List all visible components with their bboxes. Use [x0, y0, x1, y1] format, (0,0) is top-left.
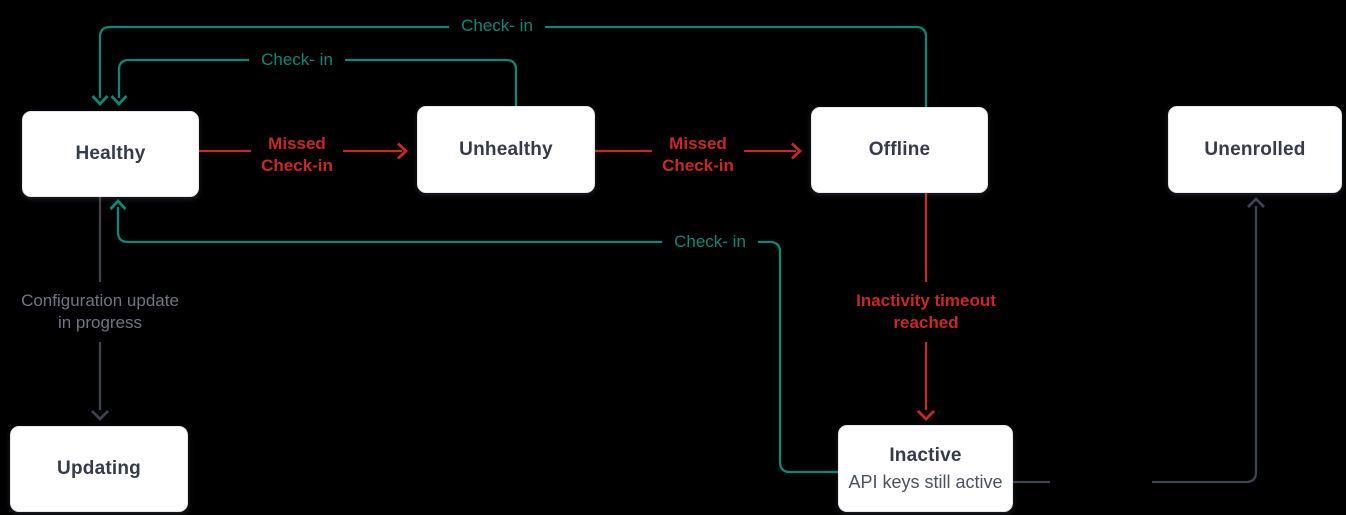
state-label-healthy: Healthy — [75, 143, 146, 164]
edge-label-check-in-top: Check- in — [449, 13, 545, 39]
state-label-unhealthy: Unhealthy — [459, 138, 553, 160]
edge-label-inactivity-timeout: Inactivity timeout reached — [846, 282, 1006, 342]
edge-label-missed-check-in-2: Missed Check-in — [652, 125, 744, 185]
edge-label-line: Check-in — [261, 156, 333, 175]
edge-label-line: reached — [893, 313, 959, 332]
state-label-offline: Offline — [868, 139, 931, 160]
edge-inactive-to-unenrolled-line-segment2 — [1152, 206, 1258, 484]
edge-inactive-to-healthy-arrowhead-icon — [109, 198, 127, 210]
state-box-inactive: Inactive API keys still active — [838, 425, 1013, 512]
edge-label-missed-check-in-1: Missed Check-in — [251, 125, 343, 185]
edge-label-configuration-update: Configuration update in progress — [11, 282, 189, 342]
state-box-unhealthy: Unhealthy — [417, 106, 595, 193]
state-box-healthy: Healthy — [22, 111, 199, 197]
state-label-updating: Updating — [57, 458, 141, 479]
edge-label-line: in progress — [57, 313, 143, 332]
state-box-unenrolled: Unenrolled — [1168, 106, 1342, 193]
edge-unhealthy-to-offline-arrowhead-icon — [791, 142, 803, 160]
edge-inactive-to-healthy-line — [116, 207, 838, 474]
state-box-updating: Updating — [10, 426, 188, 512]
edge-label-line: Configuration update — [21, 291, 179, 310]
edge-label-line: Check-in — [662, 156, 734, 175]
edge-inactive-to-unenrolled-arrowhead-icon — [1247, 197, 1265, 208]
edge-offline-to-inactive-arrowhead-icon — [917, 410, 935, 421]
edge-label-line: Missed — [669, 134, 727, 153]
edge-label-line: Inactivity timeout — [856, 291, 996, 310]
edge-healthy-to-updating-arrowhead-icon — [91, 410, 109, 421]
edge-label-line: Missed — [268, 134, 326, 153]
state-note-api-keys: API keys still active — [848, 471, 1003, 492]
edge-label-check-in-bottom: Check- in — [662, 229, 758, 255]
edge-offline-to-healthy-arrowhead-icon — [91, 95, 109, 107]
state-box-offline: Offline — [811, 107, 988, 193]
edge-label-check-in-middle: Check- in — [249, 47, 345, 73]
edge-offline-to-healthy-line — [98, 25, 928, 107]
state-label-unenrolled: Unenrolled — [1204, 138, 1306, 160]
edge-unhealthy-to-healthy-arrowhead-icon — [110, 95, 128, 107]
edge-healthy-to-unhealthy-arrowhead-icon — [397, 142, 409, 160]
state-label-inactive: Inactive — [889, 444, 962, 466]
